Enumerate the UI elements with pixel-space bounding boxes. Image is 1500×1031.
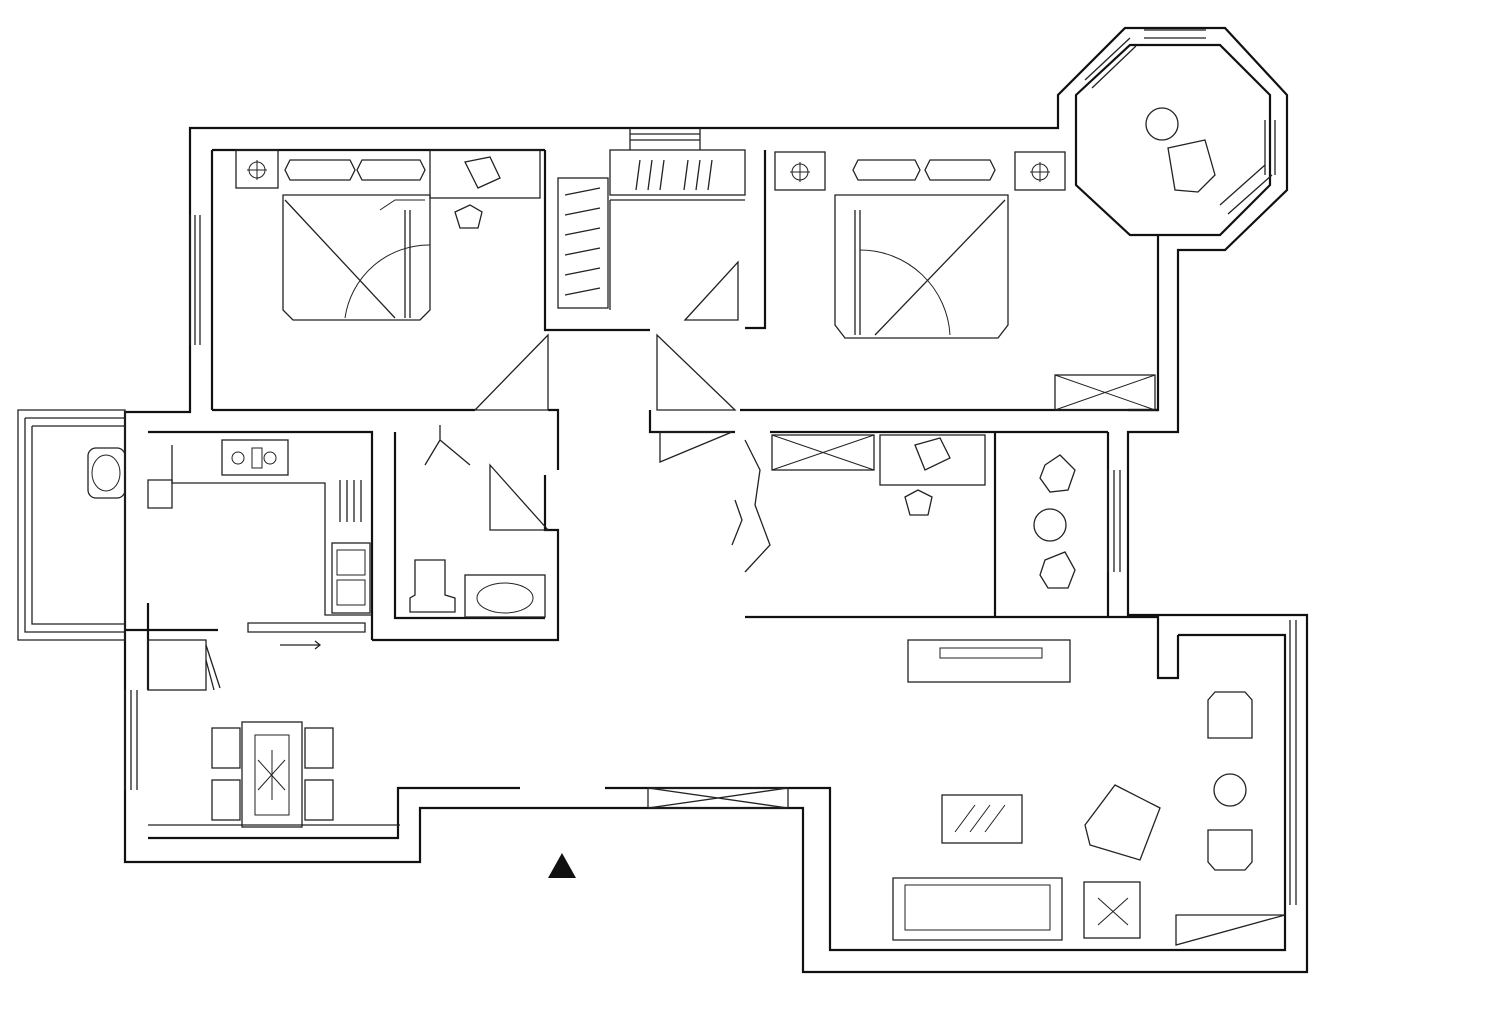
basin-icon [464, 574, 546, 618]
dining-chair-icon [211, 727, 241, 769]
round-table-icon-living [1213, 773, 1247, 807]
entrance [548, 787, 789, 878]
nightstand-lamp-icon-far [1014, 151, 1066, 191]
stove-icon [221, 439, 289, 476]
bedroom-left [235, 149, 541, 321]
chair-icon [454, 204, 483, 229]
toilet-icon [409, 559, 456, 613]
pillows-icon-right [852, 159, 996, 181]
fridge-icon [147, 639, 207, 691]
desk-icon [429, 149, 541, 199]
study [731, 434, 986, 573]
octagonal-bay [1145, 107, 1216, 193]
armchair-icon [1167, 139, 1216, 193]
pillows-icon [284, 159, 426, 181]
round-table-icon-side [1033, 508, 1067, 542]
bed-icon-right [834, 194, 1009, 339]
chair-icon-top [1207, 691, 1253, 739]
wardrobe-icon [609, 149, 746, 196]
bedroom-right [774, 151, 1156, 411]
outer-walls [123, 26, 1309, 974]
closet [557, 149, 746, 310]
living-room [892, 639, 1253, 941]
cabinet-icon-study [771, 434, 875, 471]
entrance-window [647, 787, 789, 809]
tv-cabinet-icon [907, 639, 1071, 683]
north-arrow-icon [548, 853, 576, 878]
bathroom [409, 425, 546, 618]
study-desk-icon [879, 434, 986, 486]
nightstand-lamp-icon-right [774, 151, 826, 191]
armchair-icon-living [1084, 784, 1161, 861]
kitchen [87, 439, 372, 691]
desk-lamp-icon [464, 156, 501, 189]
cabinet-icon [1054, 374, 1156, 411]
plant-icon-top [1039, 454, 1076, 493]
plant-icon-bottom [1039, 551, 1076, 589]
sofa-icon [892, 877, 1063, 941]
dish-rack-icon [339, 480, 362, 522]
nightstand-lamp-icon [235, 149, 279, 189]
study-chair-icon [904, 489, 933, 516]
shelf-icon [557, 177, 609, 309]
shower-icon [424, 425, 471, 466]
sink-icon [331, 542, 371, 614]
plant-icon [731, 439, 771, 573]
round-table-icon [1145, 107, 1179, 141]
washer-icon [87, 447, 126, 499]
coffee-table-icon [941, 794, 1023, 844]
windows [17, 29, 1297, 905]
dining [148, 721, 400, 828]
side-room [1033, 454, 1076, 589]
doors [247, 260, 1286, 946]
bed-icon [282, 194, 431, 321]
side-table-icon [1083, 881, 1141, 939]
dining-table-icon [241, 721, 303, 828]
chair-icon-bottom [1207, 829, 1253, 871]
study-lamp-icon [914, 437, 951, 471]
